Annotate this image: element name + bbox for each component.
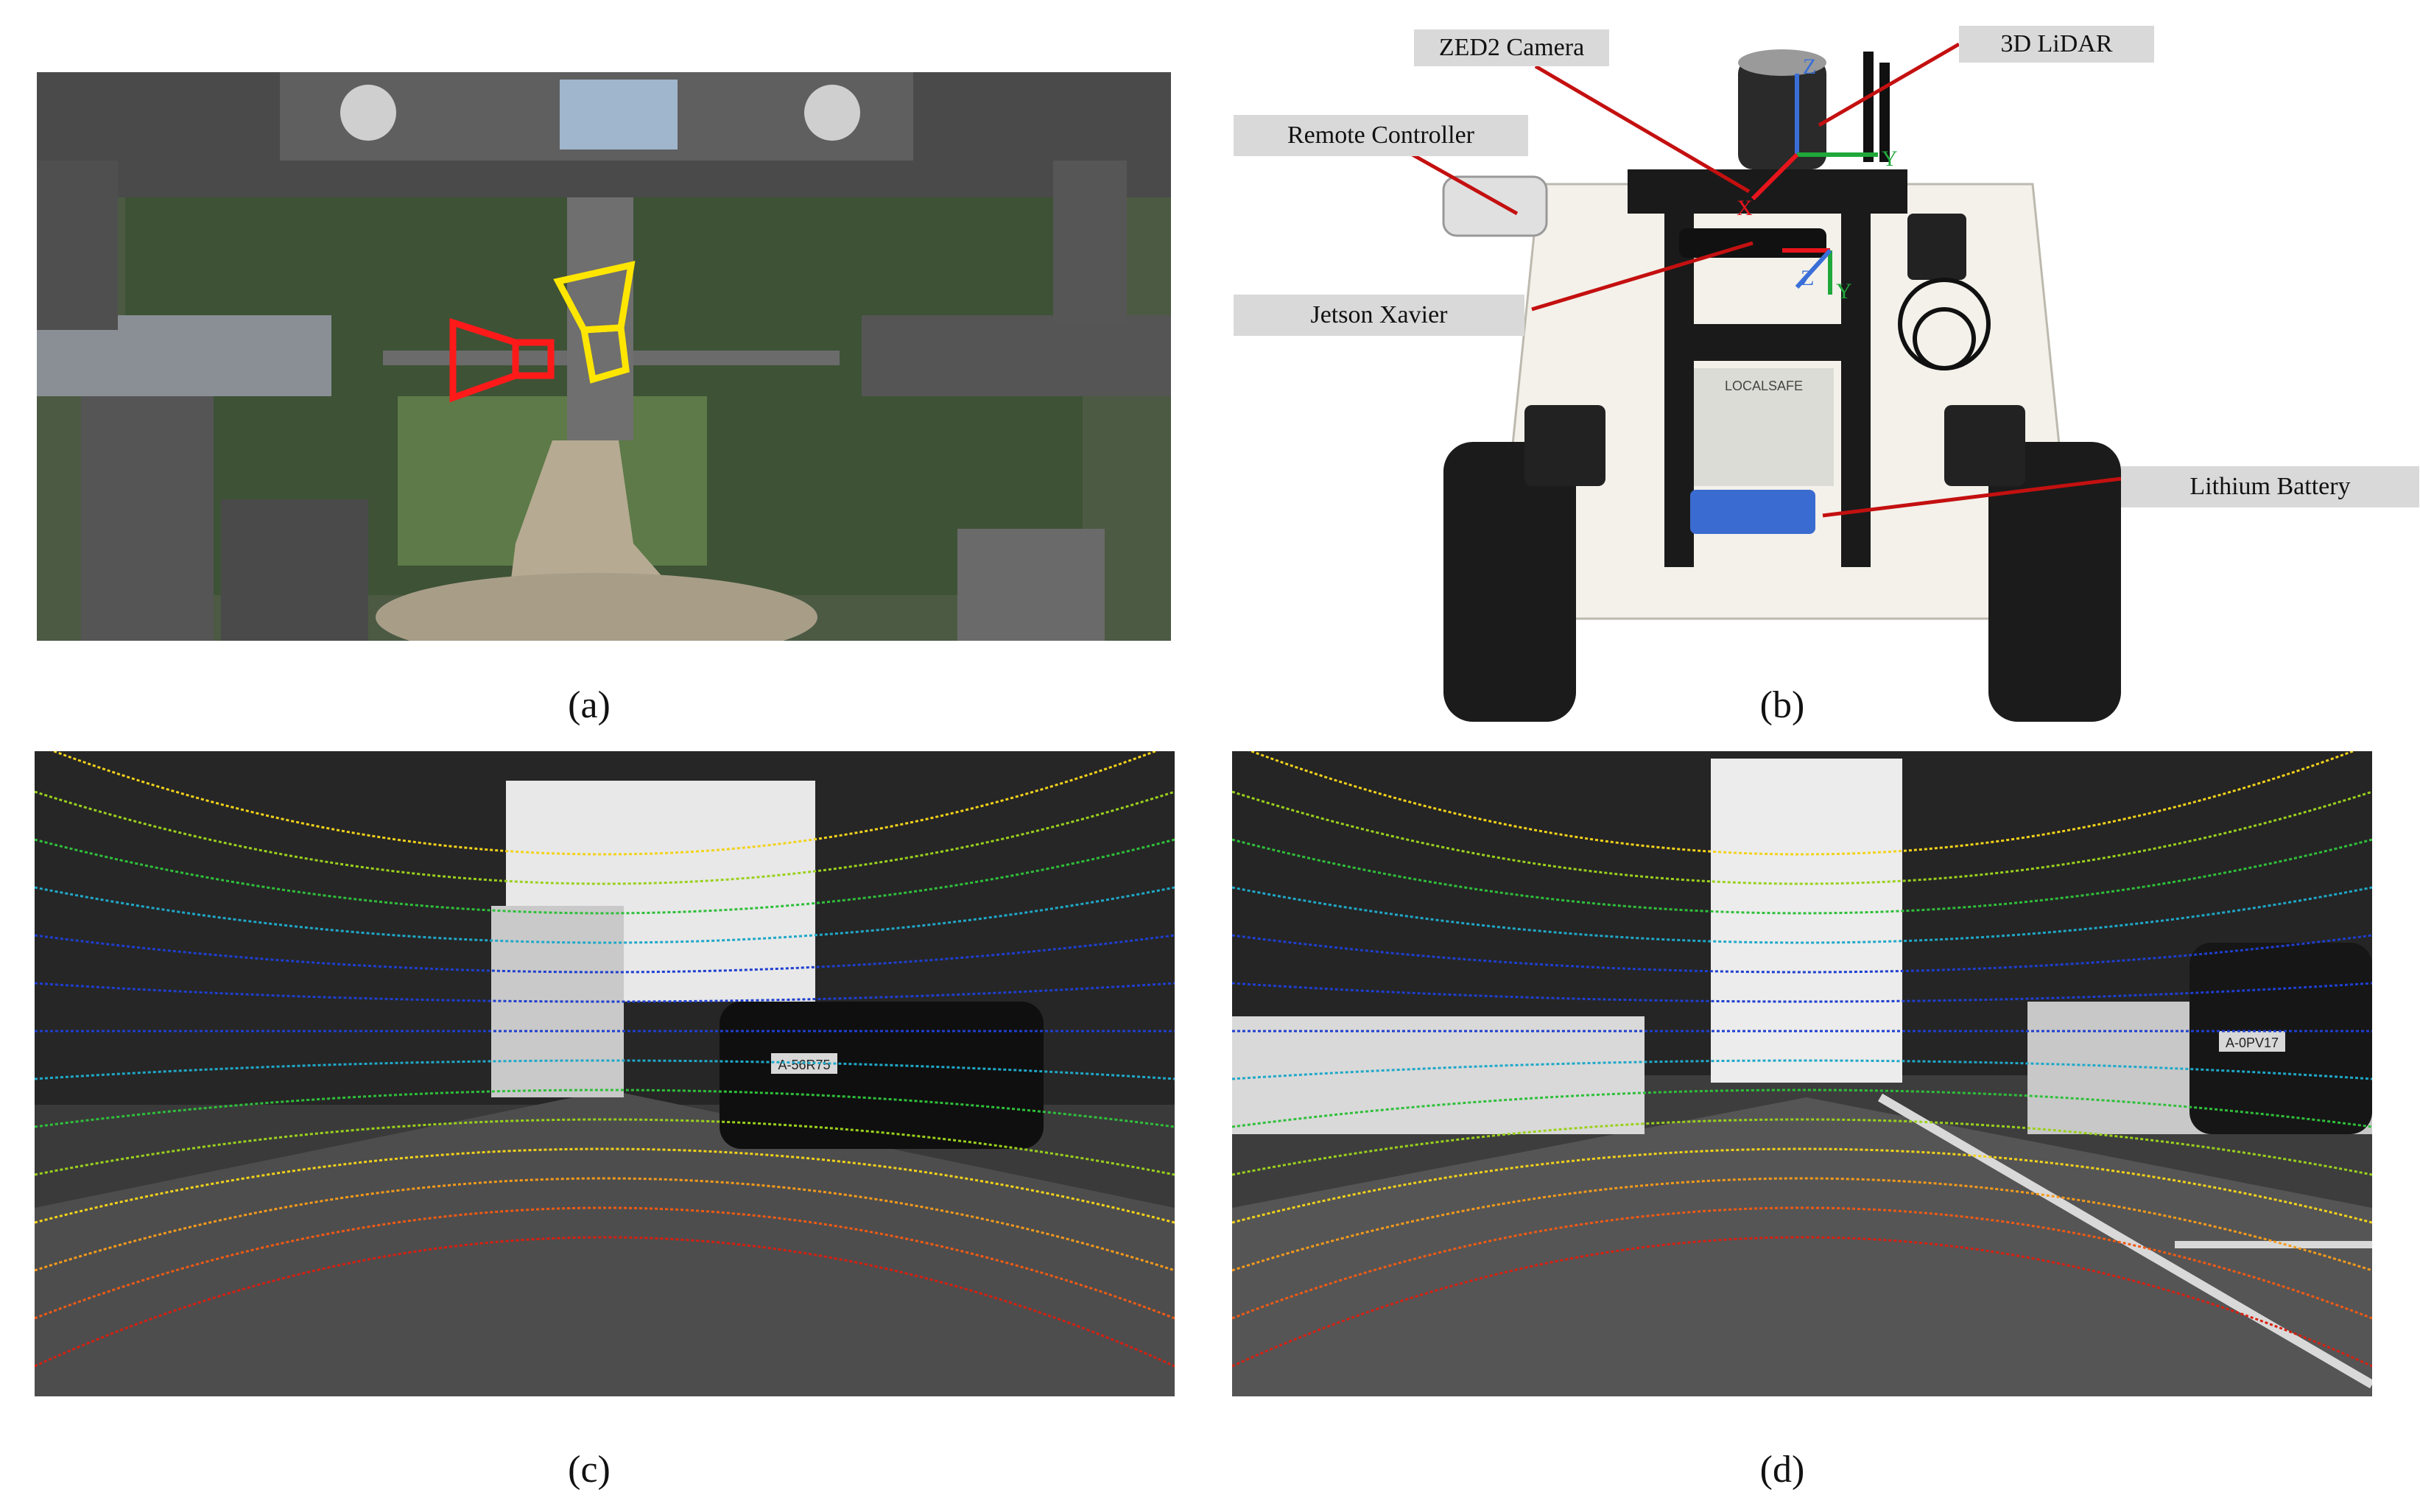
jetson-xavier-label: Jetson Xavier [1234,295,1524,336]
camera-y-label: Y [1836,279,1852,303]
lidar-scan-line [35,1118,1175,1176]
caption-b: (b) [1759,684,1805,726]
lidar-scan-line [35,1177,1175,1272]
lidar-scan-line [35,1089,1175,1128]
lidar-projection-image-c: A-56R75 [35,751,1175,1396]
lidar-x-label: X [1737,196,1753,220]
remote-controller-label: Remote Controller [1234,115,1528,156]
lidar-scan-line [51,751,1158,856]
lidar-scan-line [1232,790,2372,885]
lidar-scan-line [1232,1236,2372,1368]
camera-z-label: Z [1801,266,1814,290]
lidar-y-label: Y [1882,147,1898,171]
lidar-scan-line [1232,1206,2372,1320]
caption-c: (c) [568,1449,611,1491]
lithium-battery-label: Lithium Battery [2121,466,2419,507]
lidar-z-label: Z [1803,54,1816,79]
lidar-callout-label: 3D LiDAR [1959,26,2154,63]
lidar-scan-line [1232,1118,2372,1176]
zed2-camera-label: ZED2 Camera [1414,29,1609,66]
caption-a: (a) [568,684,611,726]
license-plate-d: A-0PV17 [2226,1035,2279,1050]
lidar-projection-panel-d: A-0PV17 [1232,751,2372,1396]
robot-label: LOCALSAFE [1725,379,1803,393]
robot-photo-image: LOCALSAFE Z Y X Z Y [1429,44,2143,744]
lidar-scan-line [1232,982,2372,1003]
robot-photo-panel: LOCALSAFE Z Y X Z Y [1429,44,2143,744]
lidar-scan-line [1232,1059,2372,1080]
lidar-scan-line [35,1059,1175,1080]
lidar-scan-line [35,790,1175,885]
lidar-scan-line [1232,934,2372,974]
aerial-map-image [37,72,1171,641]
lidar-scan-line [35,1236,1175,1368]
camera-z-axis [1795,248,1832,289]
license-plate-c: A-56R75 [778,1058,830,1072]
lidar-scan-line [35,982,1175,1003]
lidar-projection-panel-c: A-56R75 [35,751,1175,1396]
caption-d: (d) [1759,1449,1805,1491]
lidar-x-axis [1751,152,1799,201]
lidar-scan-lines-d [1232,751,2372,1368]
lidar-scan-line [1248,751,2356,856]
aerial-map-panel [37,72,1171,641]
lidar-scan-line [35,1206,1175,1320]
lidar-scan-line [1232,1089,2372,1128]
lidar-scan-line [1232,886,2372,944]
lidar-scan-line [1232,1177,2372,1272]
lidar-scan-line [35,934,1175,974]
lidar-projection-image-d: A-0PV17 [1232,751,2372,1396]
lidar-scan-lines-c [35,751,1175,1368]
lidar-scan-line [35,886,1175,944]
